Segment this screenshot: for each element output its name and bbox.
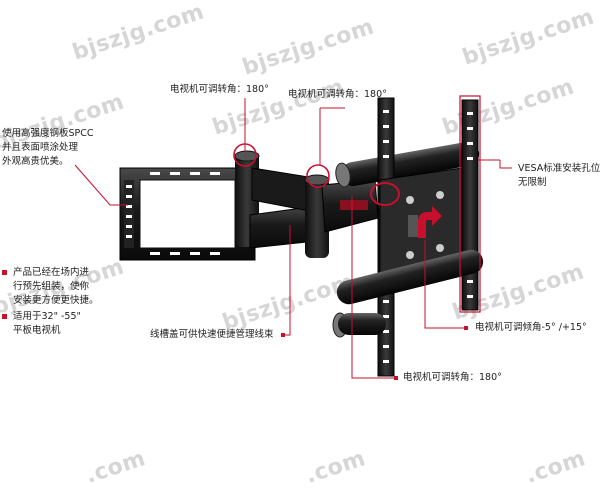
bullet-icon — [2, 314, 7, 319]
wall-plate — [119, 167, 256, 261]
swivel-marker — [370, 182, 400, 206]
feature-preassembled: 产品已经在场内进 行预先组装，使你 安装更方便更快捷。 — [2, 266, 99, 308]
label-tilt: 电视机可调倾角-5° /+15° — [475, 322, 587, 333]
bottom-crossbar — [332, 249, 484, 338]
label-vesa: VESA标准安装孔位 无限制 — [518, 163, 600, 188]
vertical-rail-right — [461, 99, 479, 311]
feature-size: 适用于32" -55" 平板电视机 — [2, 310, 81, 338]
tilt-arrow-icon — [418, 206, 442, 238]
label-cable: 线槽盖可供快速便捷管理线束 — [150, 329, 274, 340]
bullet-icon — [2, 270, 7, 275]
label-swivel-bottom: 电视机可调转角：180° — [403, 372, 502, 383]
callout-dots — [281, 326, 468, 380]
label-swivel-top-right: 电视机可调转角：180° — [288, 89, 387, 100]
brand-label — [340, 200, 368, 210]
feature-steel: 使用高强度钢板SPCC 并且表面喷涂处理 外观高贵优美。 — [2, 128, 94, 167]
label-swivel-top-left: 电视机可调转角：180° — [170, 84, 269, 95]
top-crossbar — [335, 141, 480, 188]
